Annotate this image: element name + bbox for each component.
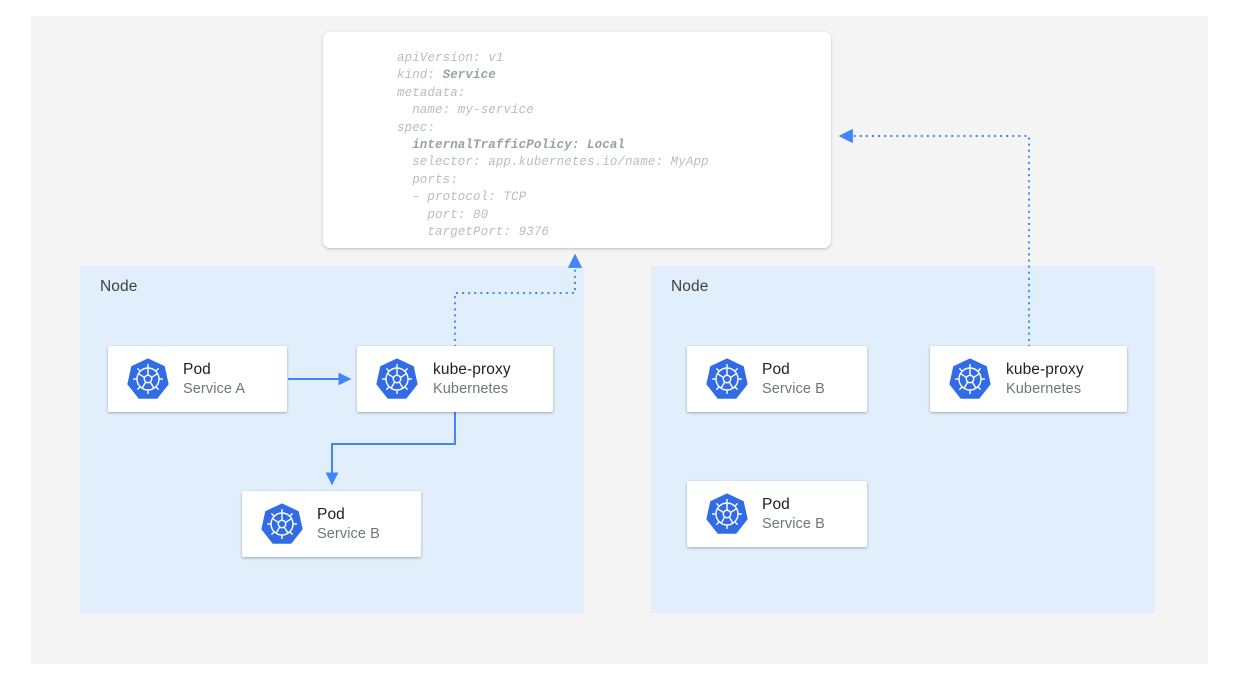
card-title: Pod [317,505,345,523]
kubernetes-icon [375,357,419,401]
kubernetes-icon [705,357,749,401]
card-title: kube-proxy [1006,360,1084,378]
card-subtitle: Kubernetes [1006,380,1082,397]
card-title: Pod [762,360,790,378]
node-label-left: Node [100,278,138,295]
card-subtitle: Service A [183,380,246,397]
kubernetes-icon [126,357,170,401]
card-text: Pod Service B [762,360,825,398]
card-subtitle: Kubernetes [433,380,509,397]
card-text: Pod Service B [762,495,825,533]
card-text: Pod Service B [317,505,380,543]
card-subtitle: Service B [762,515,825,532]
card-text: kube-proxy Kubernetes [433,360,511,398]
kubernetes-icon [705,492,749,536]
card-subtitle: Service B [317,525,380,542]
card-pod-service-b-right-top[interactable]: Pod Service B [687,346,867,412]
card-kube-proxy-right[interactable]: kube-proxy Kubernetes [930,346,1127,412]
node-panel-right: Node [651,266,1155,613]
card-kube-proxy-left[interactable]: kube-proxy Kubernetes [357,346,553,412]
card-pod-service-b-right-bottom[interactable]: Pod Service B [687,481,867,547]
kubernetes-icon [948,357,992,401]
card-title: Pod [183,360,211,378]
card-text: Pod Service A [183,360,245,398]
card-pod-service-b-left[interactable]: Pod Service B [242,491,421,557]
card-subtitle: Service B [762,380,825,397]
card-pod-service-a[interactable]: Pod Service A [108,346,287,412]
card-text: kube-proxy Kubernetes [1006,360,1084,398]
node-label-right: Node [671,278,709,295]
node-panel-left: Node [80,266,584,613]
kubernetes-icon [260,502,304,546]
card-title: Pod [762,495,790,513]
card-title: kube-proxy [433,360,511,378]
